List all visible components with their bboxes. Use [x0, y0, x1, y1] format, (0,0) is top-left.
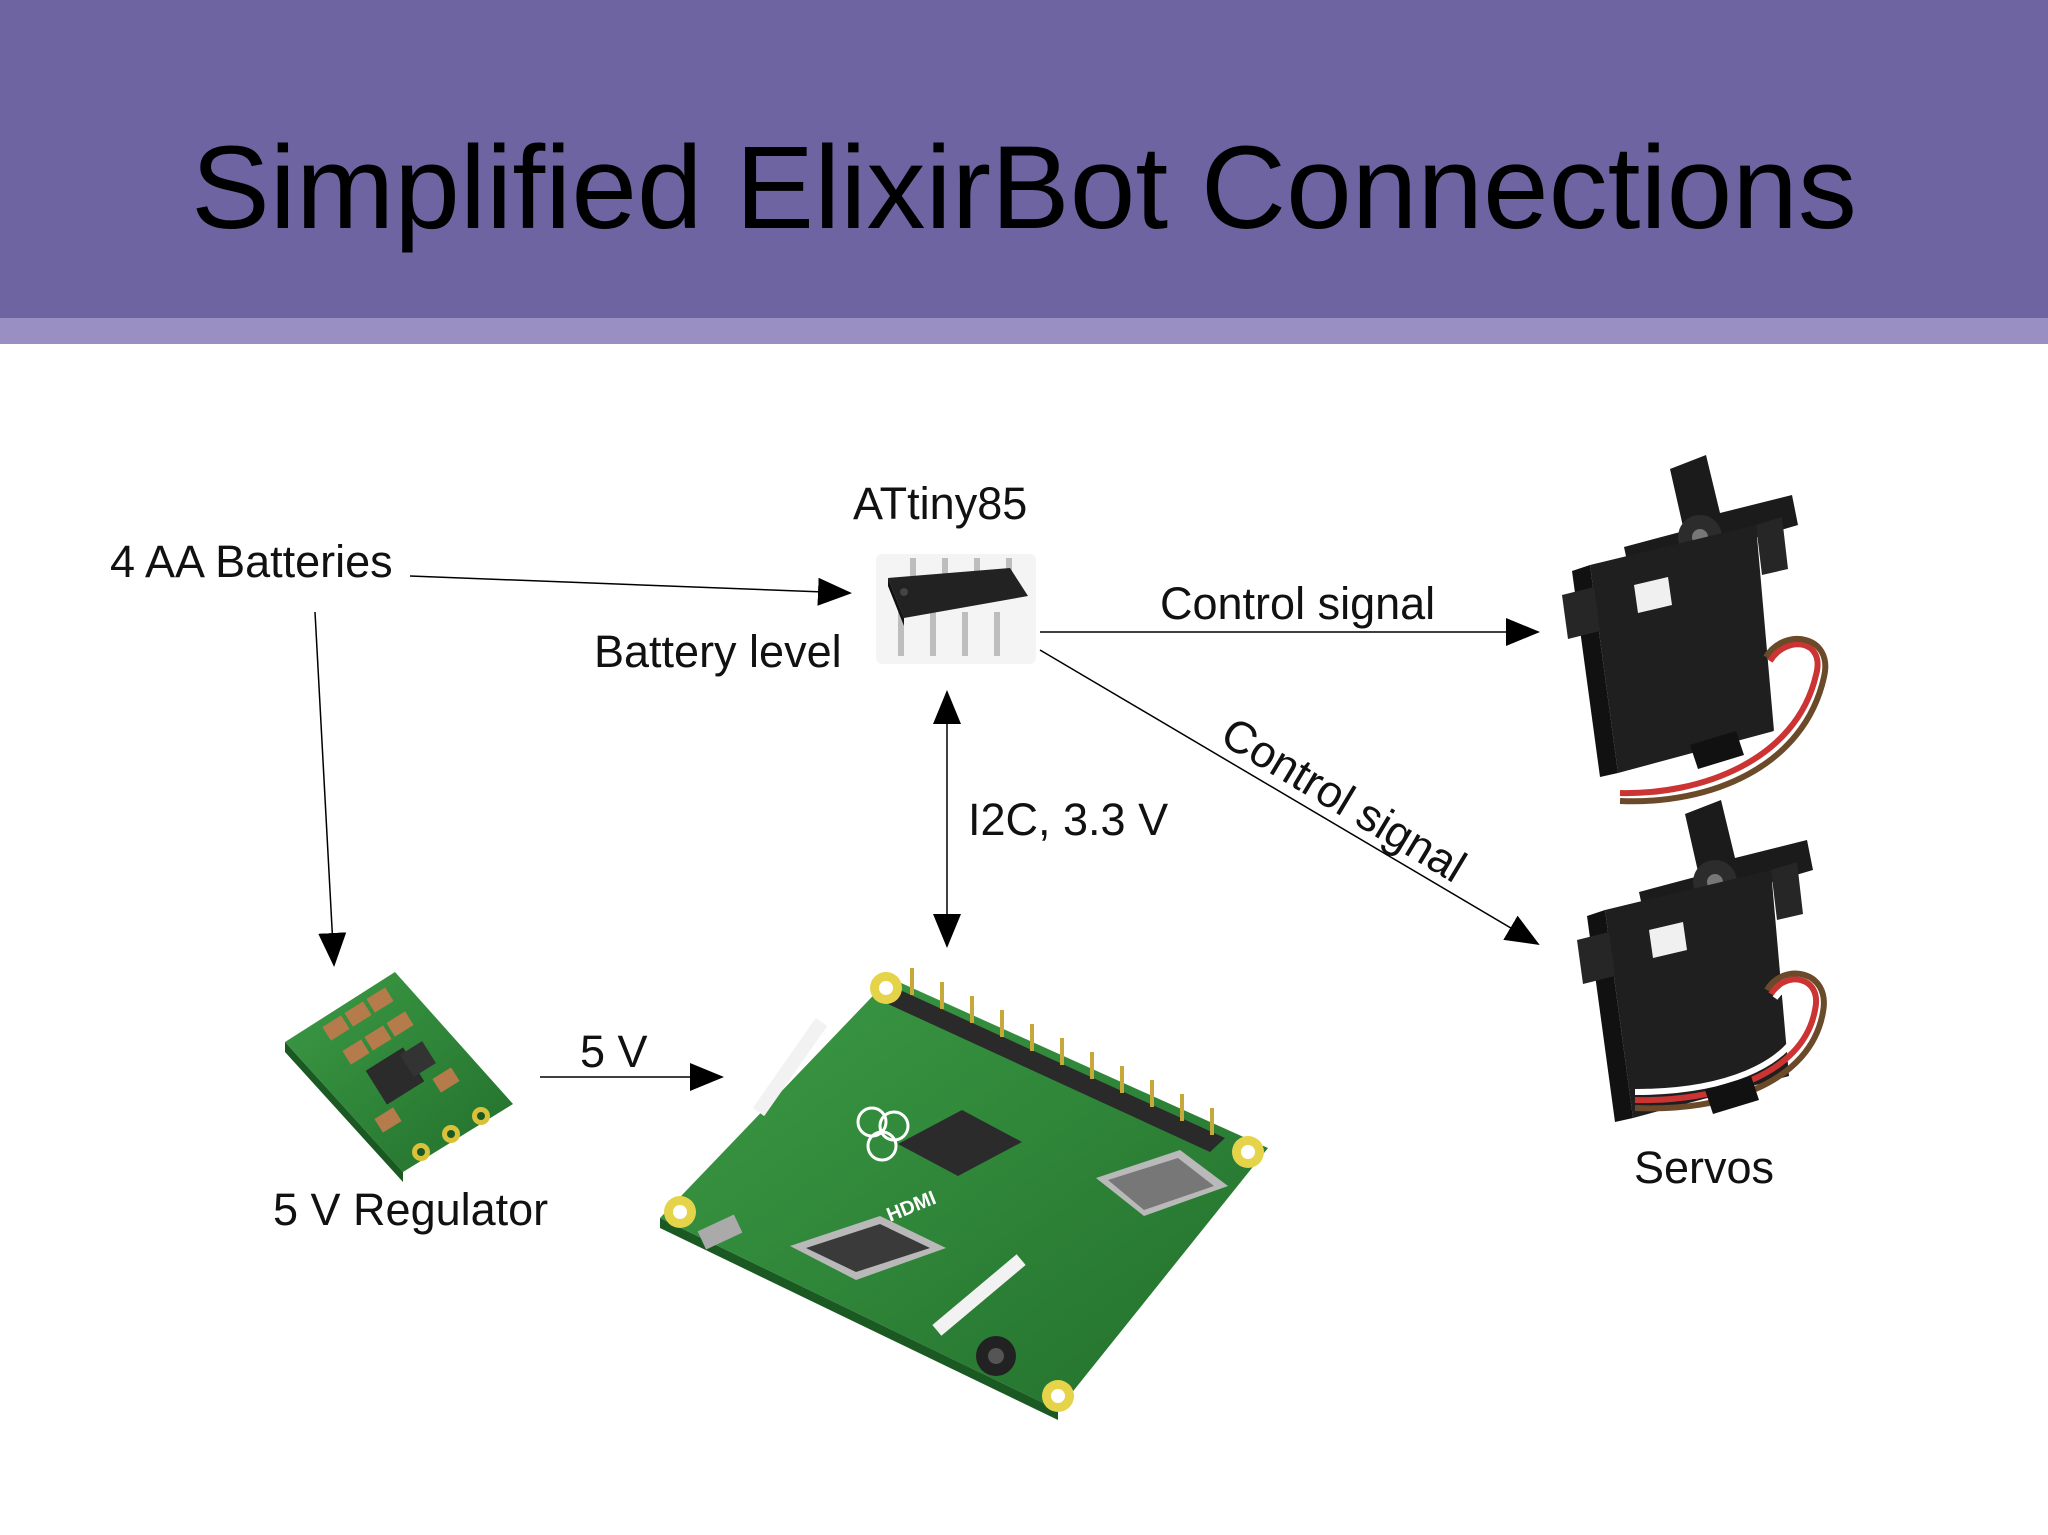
label-battery-level: Battery level	[594, 626, 842, 677]
header-band	[0, 318, 2048, 344]
label-i2c: I2C, 3.3 V	[968, 794, 1169, 845]
label-five-v: 5 V	[580, 1026, 648, 1077]
label-regulator: 5 V Regulator	[273, 1184, 549, 1235]
raspberry-pi-board: HDMI	[660, 968, 1268, 1420]
arrows	[314, 575, 1540, 1091]
label-batteries: 4 AA Batteries	[110, 536, 393, 587]
micro-usb-port	[697, 1214, 743, 1250]
pi-soc-chip	[898, 1110, 1022, 1176]
attiny85-chip	[876, 554, 1036, 664]
label-servos: Servos	[1634, 1142, 1775, 1193]
servo-bottom	[1577, 800, 1827, 1122]
label-control-signal-diagonal: Control signal	[1213, 707, 1475, 892]
slide-title: Simplified ElixirBot Connections	[191, 122, 1857, 254]
servo-top	[1562, 455, 1829, 805]
raspberry-logo-icon	[856, 1106, 910, 1162]
label-attiny85: ATtiny85	[853, 478, 1028, 529]
arrow-batteries-to-attiny	[409, 575, 852, 606]
label-control-signal-top: Control signal	[1160, 578, 1436, 629]
regulator-board	[285, 972, 513, 1182]
gpio-header	[888, 990, 1225, 1152]
arrow-batteries-to-regulator	[314, 611, 347, 967]
slide-header	[0, 0, 2048, 318]
arrow-attiny-to-servo-bottom	[1039, 649, 1540, 946]
